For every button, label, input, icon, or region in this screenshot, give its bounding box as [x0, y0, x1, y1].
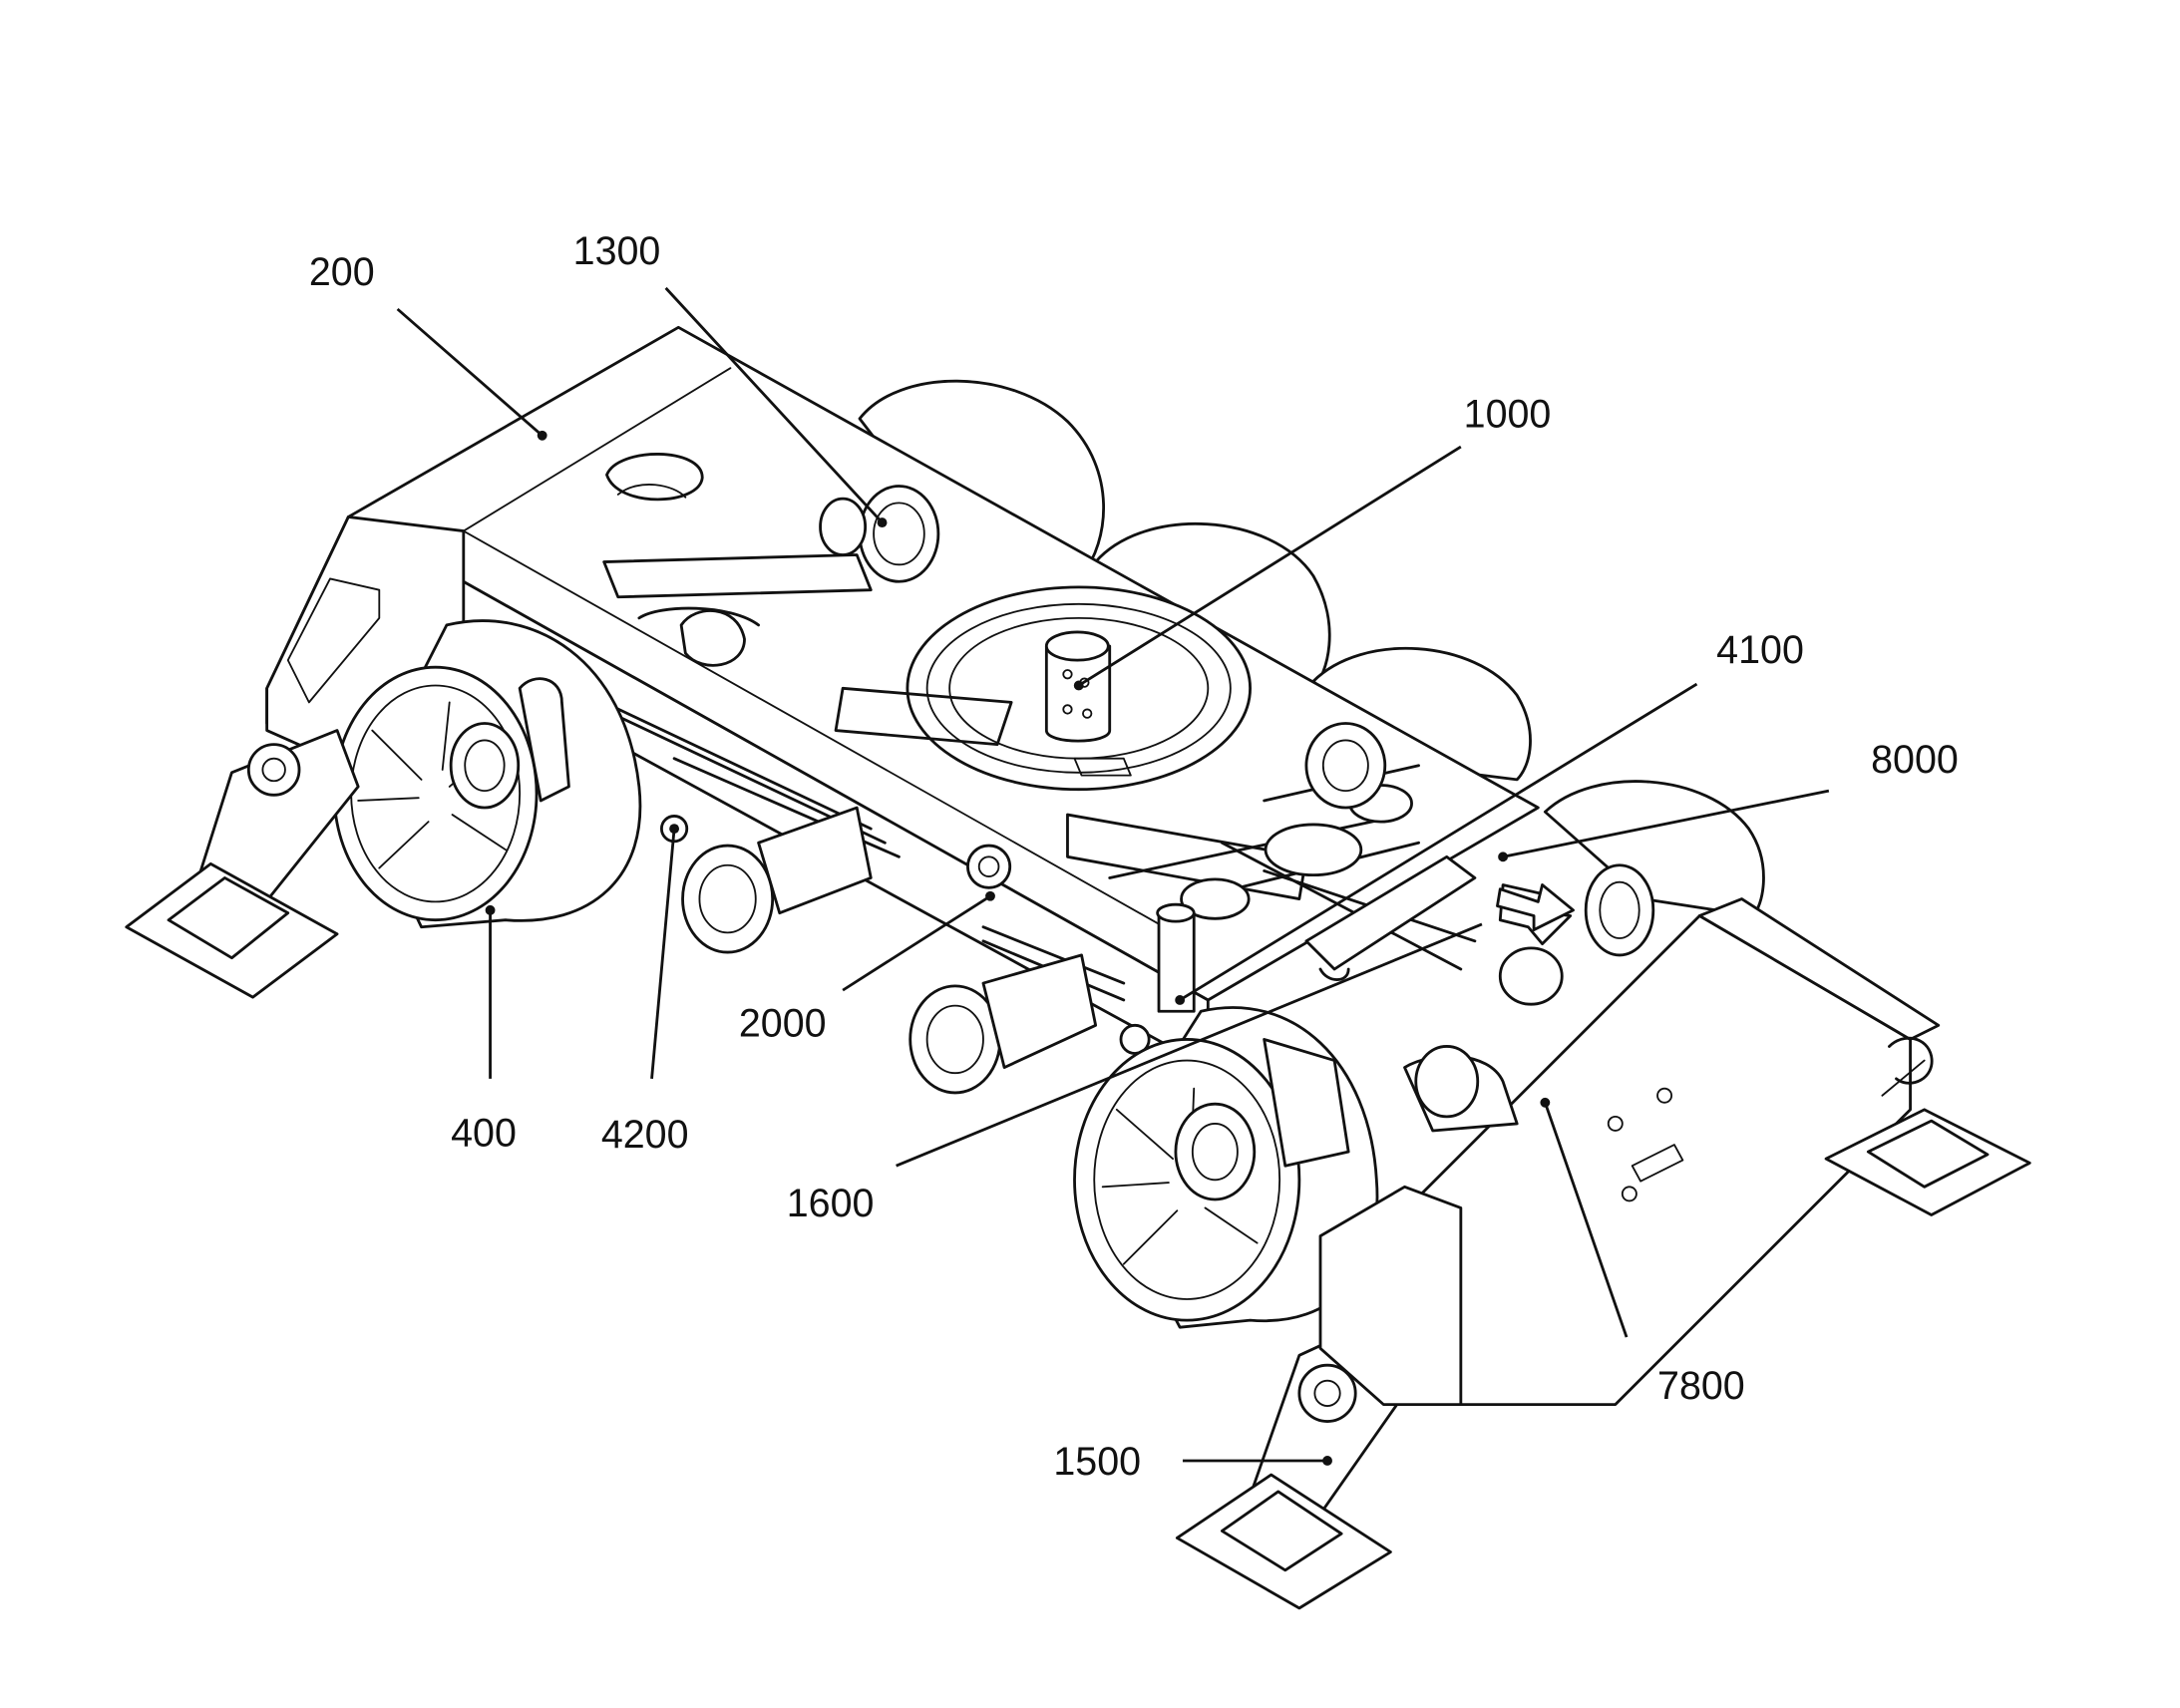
direction-arrow-icon	[1496, 883, 1575, 931]
label-1600: 1600	[787, 1182, 875, 1225]
label-7800: 7800	[1657, 1364, 1745, 1408]
label-1300: 1300	[573, 229, 661, 273]
outrigger-right	[1175, 1185, 1463, 1610]
label-4100: 4100	[1716, 628, 1804, 672]
label-200: 200	[309, 250, 375, 294]
wheel-right-front	[1073, 1006, 1519, 1329]
right-beam	[1403, 897, 1941, 1407]
outrigger-left	[125, 729, 360, 999]
label-2000: 2000	[739, 1002, 827, 1046]
label-4200: 4200	[601, 1113, 689, 1157]
outrigger-rear-right	[1824, 1059, 2031, 1216]
reference-labels: 200 1300 1000 4100 8000 2000 400 4200 16…	[309, 229, 1959, 1484]
label-1000: 1000	[1464, 392, 1552, 436]
leader-lines	[396, 286, 1830, 1466]
label-400: 400	[451, 1111, 517, 1155]
axle-hub-left	[681, 806, 1098, 1095]
label-1500: 1500	[1053, 1440, 1141, 1484]
label-8000: 8000	[1871, 738, 1959, 782]
